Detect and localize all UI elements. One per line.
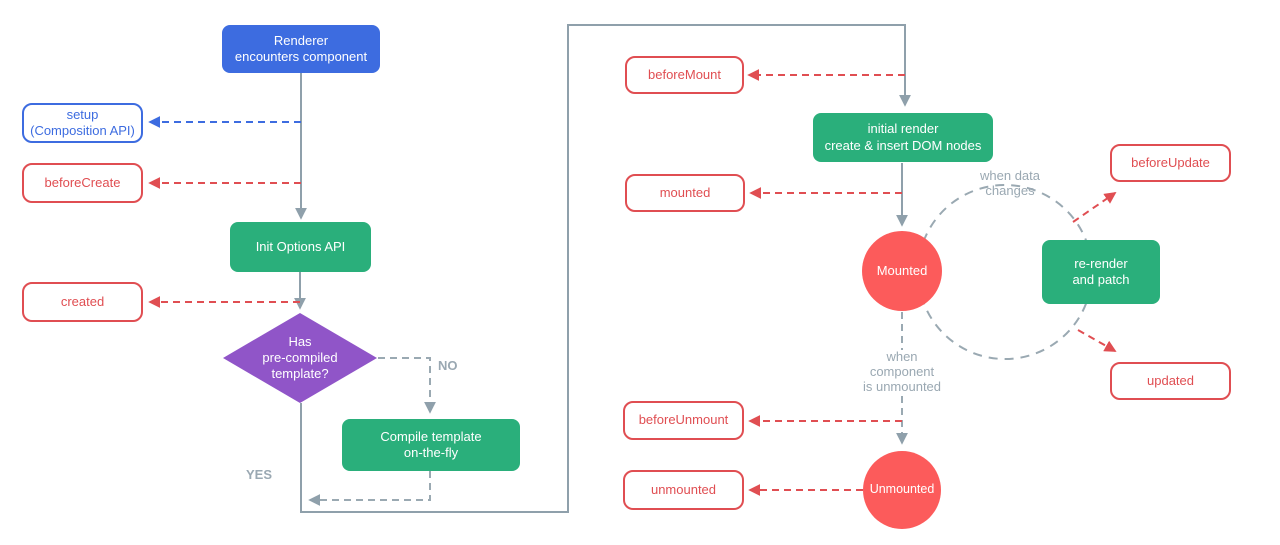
hook-before-create: beforeCreate bbox=[22, 163, 143, 203]
hook-before-mount: beforeMount bbox=[625, 56, 744, 94]
hook-before-unmount: beforeUnmount bbox=[623, 401, 744, 440]
node-init-options-api: Init Options API bbox=[230, 222, 371, 272]
hook-before-update: beforeUpdate bbox=[1110, 144, 1231, 182]
hook-updated: updated bbox=[1110, 362, 1231, 400]
note-when-data-changes: when data changes bbox=[980, 168, 1040, 198]
hook-setup-composition-api: setup (Composition API) bbox=[22, 103, 143, 143]
hook-created: created bbox=[22, 282, 143, 322]
node-compile-template-on-the-fly: Compile template on-the-fly bbox=[342, 419, 520, 471]
hook-unmounted: unmounted bbox=[623, 470, 744, 510]
node-renderer-encounters-component: Renderer encounters component bbox=[222, 25, 380, 73]
edge-label-no: NO bbox=[438, 358, 458, 373]
state-mounted-circle: Mounted bbox=[862, 231, 942, 311]
note-when-component-unmounted: when component is unmounted bbox=[847, 349, 957, 395]
node-initial-render: initial render create & insert DOM nodes bbox=[813, 113, 993, 162]
node-re-render-and-patch: re-render and patch bbox=[1042, 240, 1160, 304]
decision-has-precompiled-template: Has pre-compiled template? bbox=[262, 333, 338, 382]
edge-label-yes: YES bbox=[246, 467, 273, 482]
state-unmounted-circle: Unmounted bbox=[863, 451, 941, 529]
hook-mounted: mounted bbox=[625, 174, 745, 212]
decision-diamond-shape bbox=[223, 313, 377, 403]
